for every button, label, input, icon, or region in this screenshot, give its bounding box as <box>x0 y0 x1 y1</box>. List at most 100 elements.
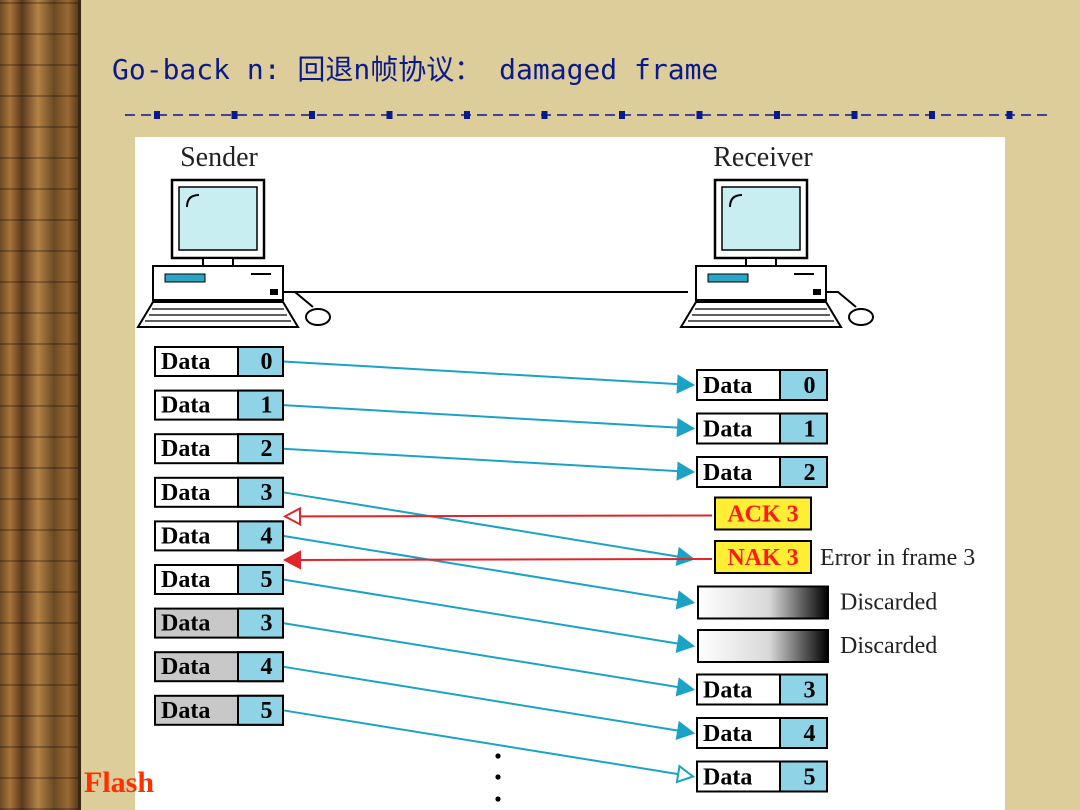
receiver-frame: Data 0 <box>696 369 828 401</box>
divider-dot <box>386 111 393 119</box>
frame-sequence-number: 4 <box>261 523 273 549</box>
data-frame-arrow <box>282 665 696 740</box>
frame-sequence-number: 3 <box>261 480 273 506</box>
frame-sequence-number: 1 <box>261 393 273 419</box>
sender-label: Sender <box>180 142 258 173</box>
discarded-note: Discarded <box>840 590 937 616</box>
divider-dot <box>696 111 703 119</box>
frame-sequence-number: 4 <box>261 654 273 680</box>
discarded-frame: Discarded <box>697 629 937 663</box>
sender-frame: Data 0 <box>154 346 284 377</box>
frame-label: Data <box>161 523 210 549</box>
control-frame-arrow <box>282 506 713 527</box>
frame-label: Data <box>161 393 210 419</box>
arrowhead <box>675 546 696 566</box>
frame-sequence-number: 2 <box>261 436 273 462</box>
diagram-panel: Sender Receiver <box>135 137 1005 810</box>
divider-dot <box>619 111 625 119</box>
frame-label: Data <box>161 349 210 375</box>
frame-label: Data <box>161 480 210 506</box>
data-frame-arrow <box>282 578 696 653</box>
frame-label: Data <box>161 654 210 680</box>
arrowhead <box>676 417 696 438</box>
control-frame-arrow <box>282 550 713 570</box>
error-note: Error in frame 3 <box>820 545 975 571</box>
sender-resent-frame: Data 5 <box>154 694 284 726</box>
arrowhead <box>282 506 302 527</box>
frame-label: Data <box>703 721 752 747</box>
frame-label: Data <box>703 417 752 443</box>
data-frame-arrow <box>282 709 696 784</box>
sender-resent-frame: Data 3 <box>154 607 284 639</box>
arrowhead <box>675 720 696 740</box>
frame-sequence-number: 2 <box>804 460 816 486</box>
frame-label: Data <box>161 436 210 462</box>
discarded-frame: Discarded <box>697 585 937 620</box>
arrowhead <box>675 764 696 784</box>
frame-label: Data <box>703 765 752 791</box>
divider-dot <box>541 111 548 119</box>
control-frame: ACK 3 <box>714 496 812 531</box>
control-frame: NAK 3 Error in frame 3 <box>714 540 975 574</box>
sender-frame: Data 5 <box>154 564 284 595</box>
frame-sequence-number: 5 <box>804 765 816 791</box>
data-frame-arrow <box>282 360 696 394</box>
frame-label: Data <box>703 460 752 486</box>
sender-frame: Data 1 <box>154 389 284 421</box>
data-frame-arrow <box>282 534 696 610</box>
divider-dot <box>929 111 935 119</box>
receiver-frame: Data 3 <box>696 673 828 706</box>
control-frame-label: ACK 3 <box>727 502 798 528</box>
sender-frame: Data 4 <box>154 520 284 552</box>
decorative-sidebar <box>0 0 80 810</box>
sidebar-border <box>78 0 81 810</box>
sender-frame: Data 2 <box>154 433 284 465</box>
go-back-n-diagram: Sender Receiver <box>136 142 975 802</box>
frame-label: Data <box>703 678 752 704</box>
data-frame-arrow <box>282 447 696 481</box>
arrowhead <box>676 374 696 394</box>
divider-dot <box>309 111 315 119</box>
sender-frame: Data 3 <box>154 476 284 508</box>
divider-dot <box>774 111 780 119</box>
divider-dot <box>1006 111 1013 119</box>
frame-label: Data <box>161 698 210 724</box>
continuation-dots <box>495 753 501 802</box>
arrowhead <box>675 633 696 653</box>
arrowhead <box>676 461 696 481</box>
arrowhead <box>282 550 302 570</box>
receiver-frame: Data 4 <box>696 717 828 749</box>
frame-sequence-number: 1 <box>804 417 816 443</box>
flash-link[interactable]: Flash <box>84 766 155 799</box>
discarded-note: Discarded <box>840 633 937 659</box>
frame-sequence-number: 0 <box>804 373 816 399</box>
frame-sequence-number: 3 <box>804 678 816 704</box>
data-frame-arrow <box>282 622 696 697</box>
frame-sequence-number: 3 <box>261 611 273 637</box>
frame-label: Data <box>161 567 210 593</box>
receiver-computer-icon <box>679 178 874 328</box>
receiver-frame: Data 1 <box>696 412 828 445</box>
frame-label: Data <box>161 611 210 637</box>
data-frame-arrow <box>282 491 696 566</box>
arrowhead <box>675 677 696 697</box>
control-frame-label: NAK 3 <box>727 545 798 571</box>
divider-dot <box>851 111 858 119</box>
receiver-label: Receiver <box>713 142 813 173</box>
frame-sequence-number: 4 <box>804 721 816 747</box>
frame-sequence-number: 5 <box>261 567 273 593</box>
title-divider <box>125 111 1050 119</box>
frame-label: Data <box>703 373 752 399</box>
receiver-frame: Data 5 <box>696 760 828 793</box>
frame-sequence-number: 5 <box>261 698 273 724</box>
divider-dot <box>464 111 470 119</box>
frame-sequence-number: 0 <box>261 349 273 375</box>
data-frame-arrow <box>282 404 696 438</box>
slide-title: Go-back n: 回退n帧协议： damaged frame <box>112 53 719 86</box>
receiver-frame: Data 2 <box>696 456 828 488</box>
divider-dot <box>154 111 160 119</box>
arrowhead <box>675 590 696 610</box>
sender-computer-icon <box>136 178 331 328</box>
